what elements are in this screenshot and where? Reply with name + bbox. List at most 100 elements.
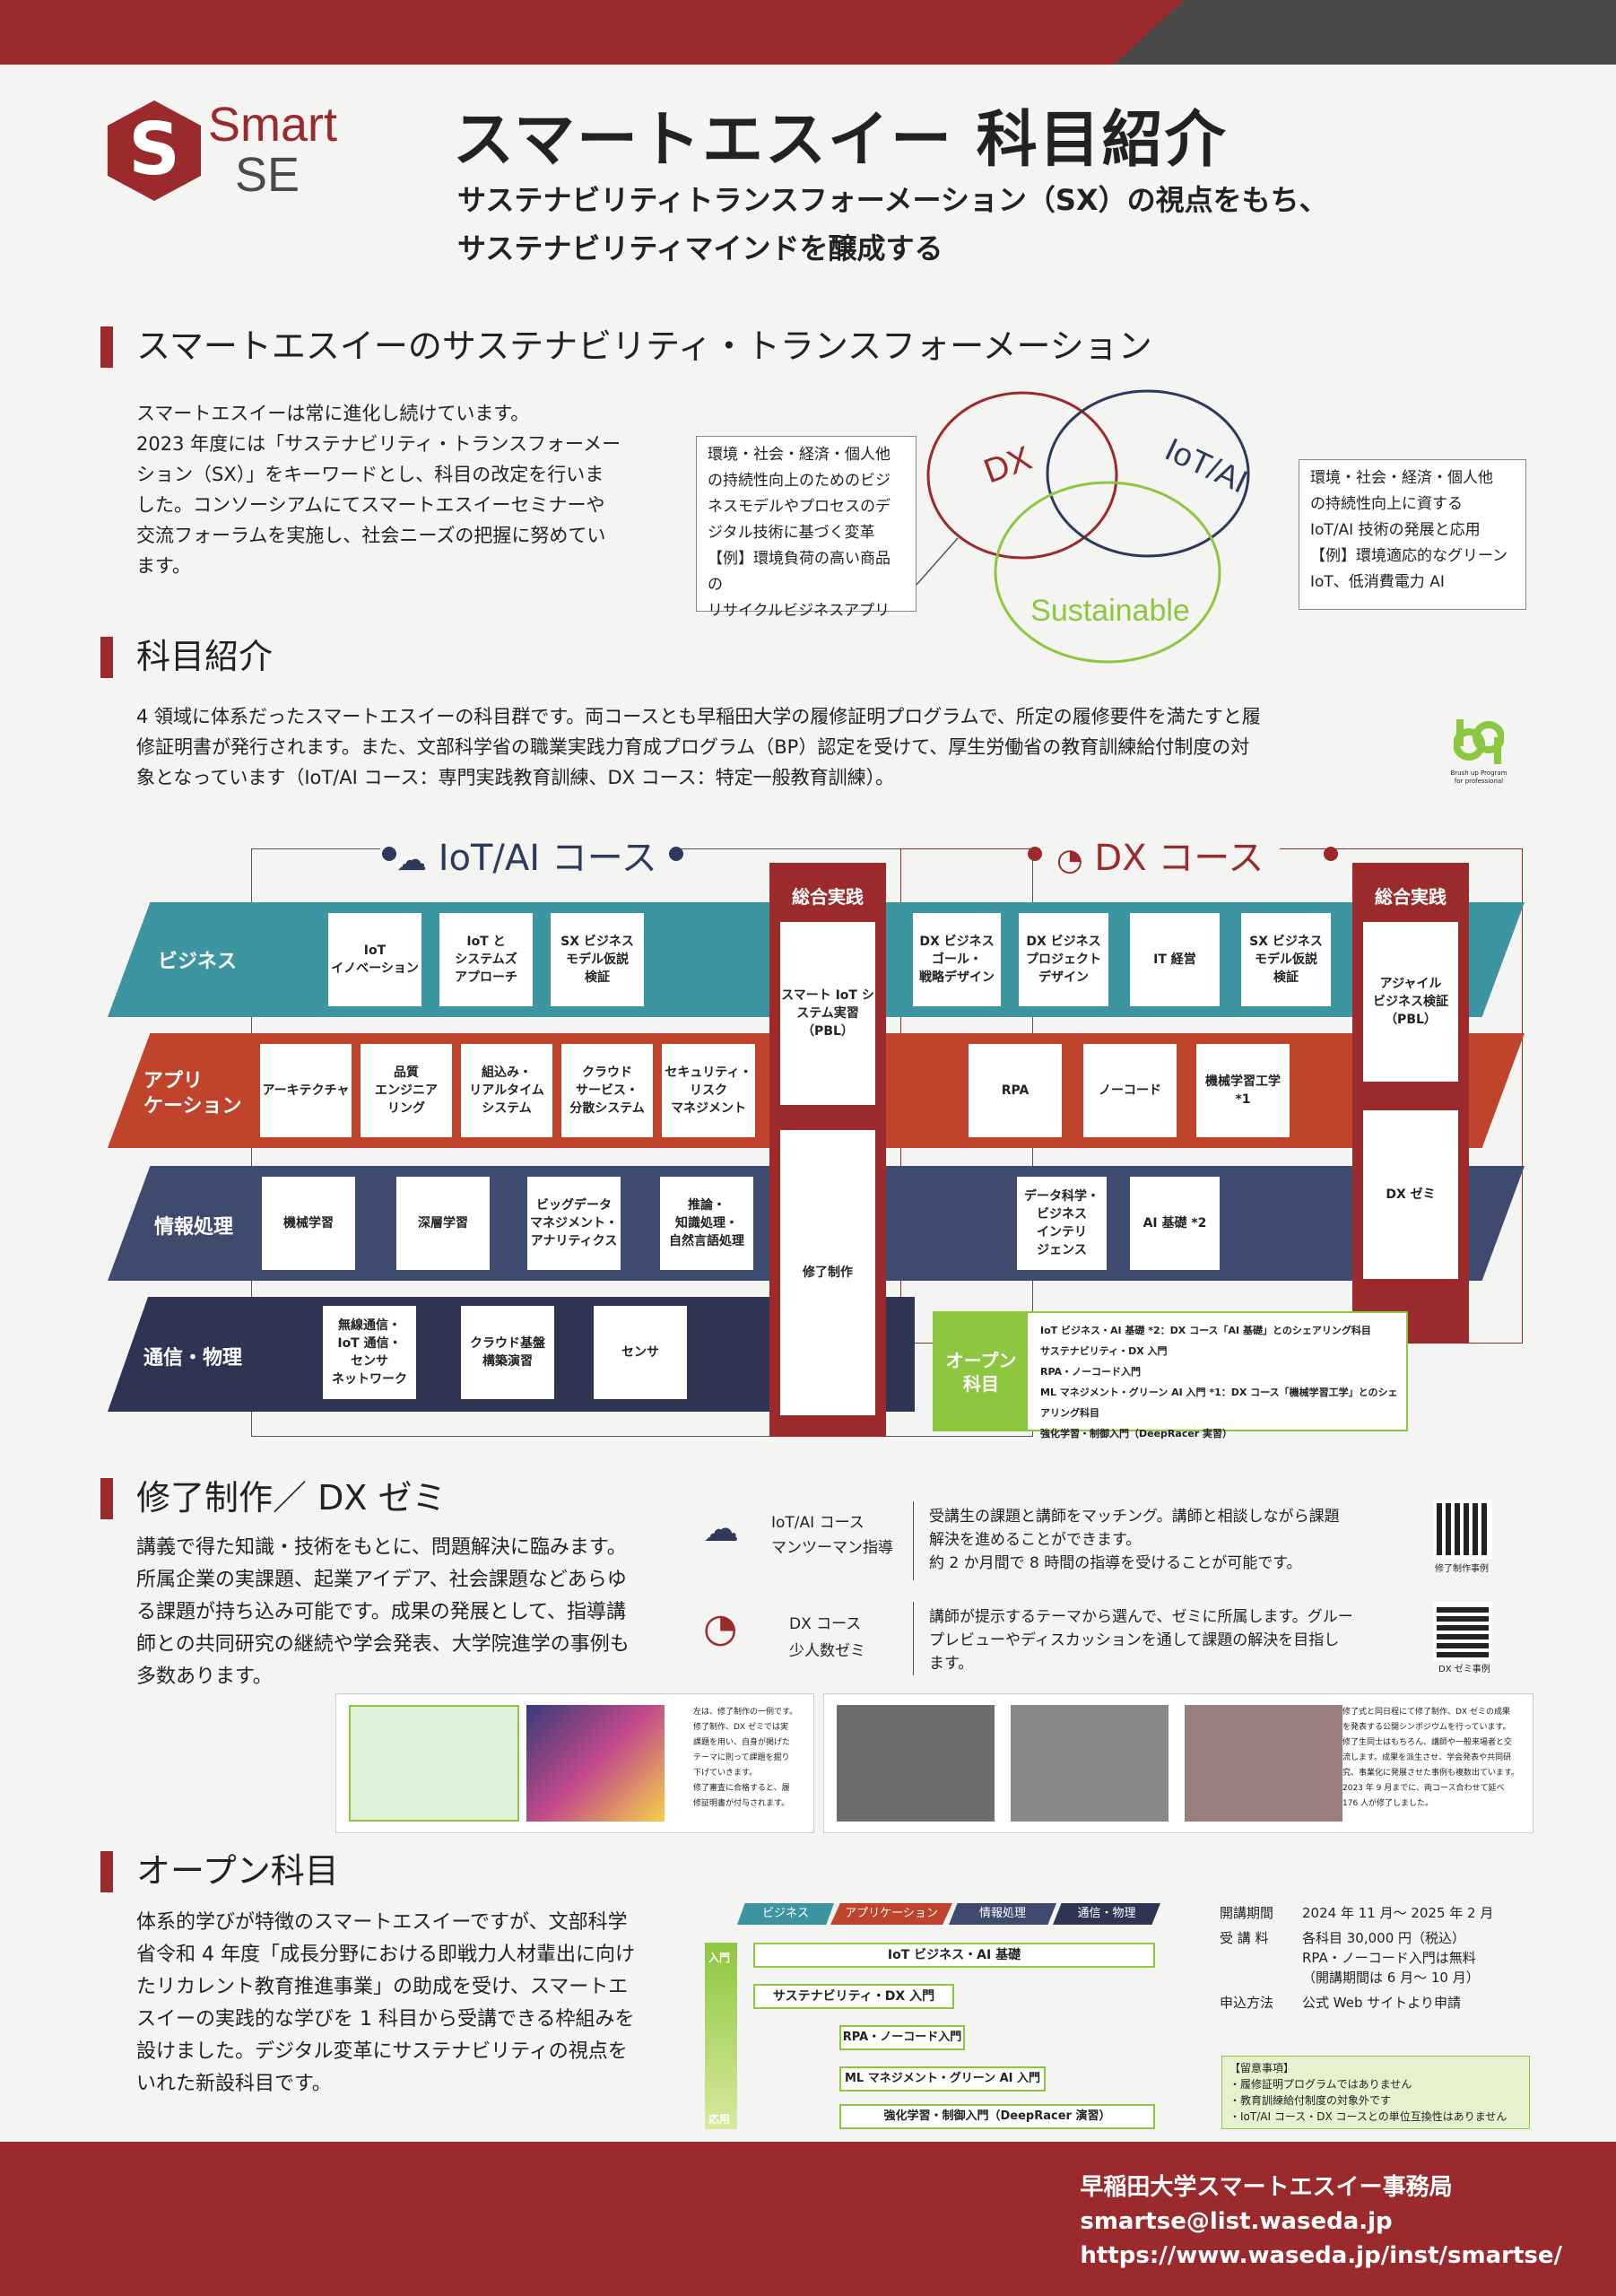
subject-cell[interactable]: 組込み・ リアルタイム システム [461,1044,552,1137]
logo-word-se: SE [235,148,300,202]
subject-cell[interactable]: クラウド基盤 構築演習 [461,1306,554,1399]
iot-mentor-text: 受講生の課題と講師をマッチング。講師と相談しながら課題解決を進めることができます… [929,1508,1340,1572]
ceremony-photo [837,1705,995,1822]
subject-cell[interactable]: 無線通信・ IoT 通信・ センサ ネットワーク [323,1306,416,1399]
subject-cell[interactable]: セキュリティ・ リスク マネジメント [662,1044,755,1137]
sx-dx-description: 環境・社会・経済・個人他の持続性向上のためのビジネスモデルやプロセスのデジタル技… [696,436,917,620]
thesis-example-panel: 左は、修了制作の一例です。修了制作、DX ゼミでは実課題を用い、自身が掲げたテー… [335,1693,814,1833]
iot-dot-right [669,847,683,861]
page-subtitle: サステナビリティトランスフォーメーション（SX）の視点をもち、サステナビリティマ… [457,183,1328,265]
subject-cell[interactable]: 機械学習 [262,1177,355,1270]
subject-cell[interactable]: SX ビジネス モデル仮説 検証 [1241,913,1331,1006]
subject-cell[interactable]: データ科学・ ビジネス インテリ ジェンス [1017,1177,1107,1270]
subject-cell[interactable]: 推論・ 知識処理・ 自然言語処理 [660,1177,753,1270]
subject-cell[interactable]: 機械学習工学 *1 [1196,1044,1290,1137]
section-heading-thesis: 修了制作／ DX ゼミ [100,1474,446,1521]
subject-cell[interactable]: 修了制作 [780,1130,875,1415]
qr-code-thesis[interactable] [1433,1500,1492,1559]
venn-sustainable-label: Sustainable [1030,594,1190,628]
smartse-logo: S Smart SE [100,97,432,204]
footer: 早稲田大学スマートエスイー事務局 smartse@list.waseda.jp … [0,2142,1616,2296]
sx-venn-diagram: DX IoT/AI Sustainable [916,389,1253,664]
thesis-body: 講義で得た知識・技術をもとに、問題解決に臨みます。所属企業の実課題、起業アイデア… [136,1536,630,1688]
entry-applied-arrow [705,1943,737,2129]
example-chart-image [526,1705,665,1822]
section-heading-open: オープン科目 [100,1848,339,1894]
subject-cell[interactable]: アジャイル ビジネス検証 （PBL） [1363,922,1458,1082]
open-item[interactable]: ML マネジメント・グリーン AI 入門 [839,2066,1046,2092]
subject-cell[interactable]: SX ビジネス モデル仮説 検証 [551,913,644,1006]
courses-body: 4 領域に体系だったスマートエスイーの科目群です。両コースとも早稲田大学の履修証… [136,706,1261,788]
symposium-photo [1011,1705,1169,1822]
dx-chart-icon: ◔ [1056,842,1083,878]
iot-cloud-icon: ☁ [396,842,427,878]
roadmap-tab: 情報処理 [949,1903,1056,1925]
venn-dx-circle [926,391,1118,560]
page-title: スマートエスイー 科目紹介 [453,105,1228,176]
venn-sustainable-circle [994,481,1221,664]
iot-dot-left [382,847,396,861]
section-heading-sx: スマートエスイーのサステナビリティ・トランスフォーメーション [100,323,1152,370]
venn-dx-label: DX [979,439,1037,491]
open-notes: 【留意事項】・履修証明プログラムではありません・教育訓練給付制度の対象外です・I… [1221,2056,1530,2129]
open-item[interactable]: サステナビリティ・DX 入門 [753,1984,954,2009]
sx-body: スマートエスイーは常に進化し続けています。2023 年度には「サステナビリティ・… [136,403,621,577]
subject-cell[interactable]: クラウド サービス・ 分散システム [561,1044,653,1137]
roadmap-tab: ビジネス [737,1903,834,1925]
seminar-icon: ◔ [703,1605,738,1651]
dx-seminar-label: DX コース少人数ゼミ [789,1615,865,1660]
subject-cell[interactable]: ビッグデータ マネジメント・ アナリティクス [527,1177,621,1270]
roadmap-tab: 通信・物理 [1053,1903,1160,1925]
footer-email[interactable]: smartse@list.waseda.jp [1080,2208,1393,2235]
qr-code-seminar[interactable] [1433,1602,1492,1661]
open-item[interactable]: 強化学習・制御入門（DeepRacer 演習） [839,2104,1155,2129]
iot-course-title: ☁ IoT/AI コース [380,829,673,881]
iot-practice-column: 総合実践 スマート IoT シ ステム実習 （PBL） 修了制作 [769,863,886,1437]
subject-cell[interactable]: 深層学習 [396,1177,490,1270]
bp-logo: Brush up Program for professional [1446,718,1512,787]
subject-cell[interactable]: RPA [969,1044,1062,1137]
logo-hexagon-icon: S [108,100,201,201]
subject-cell[interactable]: DX ビジネス プロジェクト デザイン [1019,913,1108,1006]
poster-photo [1185,1705,1342,1822]
logo-word-smart: Smart [208,98,338,152]
qr-caption-thesis: 修了制作事例 [1435,1564,1489,1574]
subject-cell[interactable]: 品質 エンジニア リング [361,1044,452,1137]
subject-cell[interactable]: DX ゼミ [1363,1110,1458,1279]
subject-cell[interactable]: アーキテクチャ [260,1044,352,1137]
symposium-panel: 修了式と同日程にて修了制作、DX ゼミの成果を発表する公開シンポジウムを行ってい… [823,1693,1533,1833]
subject-cell[interactable]: DX ビジネス ゴール・ 戦略デザイン [913,913,1001,1006]
svg-text:S: S [128,108,180,191]
roadmap-tab: アプリケーション [830,1903,952,1925]
mentor-icon: ☁ [703,1509,739,1550]
subject-cell[interactable]: AI 基礎 *2 [1130,1177,1220,1270]
section-heading-courses: 科目紹介 [100,633,273,680]
qr-caption-seminar: DX ゼミ事例 [1438,1665,1490,1674]
open-subjects-box: オープン 科目 IoT ビジネス・AI 基礎 *2：DX コース「AI 基礎」と… [933,1311,1408,1439]
dx-dot-right [1324,847,1338,861]
open-item[interactable]: RPA・ノーコード入門 [839,2025,965,2050]
subject-cell[interactable]: IoT と システムズ アプローチ [439,913,533,1006]
dx-dot-left [1028,847,1042,861]
subject-cell[interactable]: IoT イノベーション [328,913,421,1006]
iot-mentor-label: IoT/AI コースマンツーマン指導 [771,1514,893,1557]
venn-iot-circle [1046,389,1250,558]
subject-cell[interactable]: IT 経営 [1130,913,1220,1006]
top-banner [0,0,1616,65]
dx-practice-column: 総合実践 アジャイル ビジネス検証 （PBL） DX ゼミ [1352,863,1469,1344]
open-item[interactable]: IoT ビジネス・AI 基礎 [753,1943,1155,1968]
subject-cell[interactable]: スマート IoT シ ステム実習 （PBL） [780,922,875,1105]
bp-logo-icon [1453,719,1505,764]
footer-office: 早稲田大学スマートエスイー事務局 [1080,2174,1453,2201]
open-roadmap: ビジネス アプリケーション 情報処理 通信・物理 入門 応用 IoT ビジネス・… [705,1903,1184,2129]
subject-cell[interactable]: ノーコード [1083,1044,1177,1137]
course-diagram: ☁ IoT/AI コース ◔ DX コース ビジネス アプリ ケーション 情報処… [108,816,1525,1444]
dx-seminar-text: 講師が提示するテーマから選んで、ゼミに所属します。グループレビューやディスカッシ… [929,1608,1353,1673]
open-body: 体系的学びが特徴のスマートエスイーですが、文部科学省令和 4 年度「成長分野にお… [136,1911,635,2095]
subject-cell[interactable]: センサ [594,1306,687,1399]
footer-url[interactable]: https://www.waseda.jp/inst/smartse/ [1080,2242,1562,2269]
dx-course-title: ◔ DX コース [1040,829,1281,881]
example-diagram-image [349,1705,519,1822]
